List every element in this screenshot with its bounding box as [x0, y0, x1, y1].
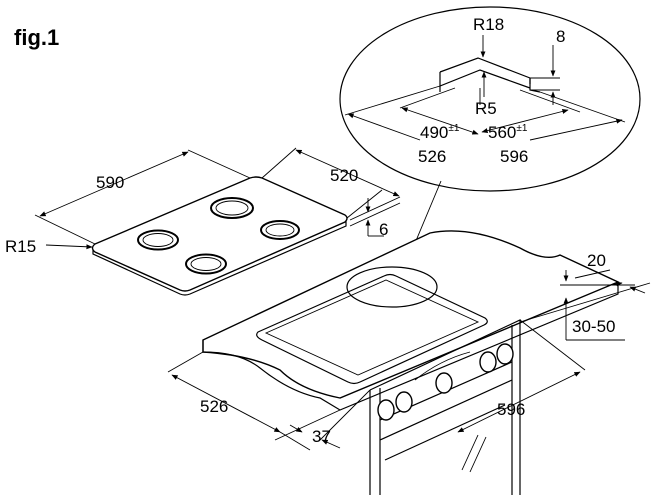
- hob-width-dimension-line: [39, 151, 189, 217]
- detail-outer-radius-label: R18: [473, 15, 504, 34]
- detail-cutout-depth-label: 490±1: [420, 123, 460, 142]
- detail-cutout-depth-tolerance: ±1: [448, 123, 459, 134]
- detail-cutout-width-tolerance: ±1: [516, 123, 527, 134]
- worktop-front-offset-label: 37: [312, 427, 331, 446]
- detail-cutout-depth-line: [401, 107, 479, 135]
- burner-hole-right-inner: [265, 223, 295, 237]
- control-knob-3: [435, 372, 453, 394]
- detail-cutout-width-line: [481, 108, 569, 134]
- hob-drawing: [34, 147, 401, 296]
- burner-hole-left-inner: [142, 233, 174, 247]
- burner-hole-back: [210, 197, 254, 219]
- control-knob-4: [479, 351, 497, 373]
- hob-corner-radius-label: R15: [5, 237, 36, 256]
- detail-cutout-width-value: 560: [488, 123, 516, 142]
- control-knob-1: [377, 399, 395, 421]
- control-knob-2: [395, 391, 413, 413]
- burner-hole-left: [137, 229, 179, 251]
- detail-circle: [339, 6, 641, 192]
- detail-outer-width-label: 596: [500, 147, 528, 166]
- hob-thickness-label: 6: [379, 220, 388, 239]
- figure-title: fig.1: [14, 25, 59, 50]
- worktop-drawing: [167, 230, 651, 495]
- detail-outer-depth-line: [347, 113, 421, 141]
- detail-reference-circle: [346, 266, 438, 308]
- hob-depth-label: 520: [330, 166, 358, 185]
- burner-hole-right: [260, 220, 300, 240]
- control-knob-5: [496, 343, 514, 365]
- burner-hole-front: [185, 253, 227, 275]
- worktop-cabinet-depth-line: [171, 374, 281, 433]
- burner-hole-front-inner: [190, 257, 222, 271]
- detail-outer-depth-label: 526: [418, 147, 446, 166]
- hob-corner-radius-arrow: [45, 244, 93, 250]
- detail-inner-radius-label: R5: [475, 99, 497, 118]
- worktop-cutout: [256, 273, 488, 385]
- worktop-thickness-label: 30-50: [572, 317, 615, 336]
- burner-hole-back-inner: [215, 200, 249, 216]
- detail-height-label: 8: [556, 27, 565, 46]
- hob-width-label: 590: [96, 173, 124, 192]
- detail-cutout-width-label: 560±1: [488, 123, 528, 142]
- worktop-edge-distance-label: 20: [587, 251, 606, 270]
- detail-outer-width-line: [529, 118, 623, 141]
- hob-top-surface: [91, 176, 348, 292]
- worktop-cabinet-width-line: [457, 371, 581, 433]
- detail-cutout-depth-value: 490: [420, 123, 448, 142]
- worktop-cabinet-width-label: 596: [497, 400, 525, 419]
- hob-depth-dimension-line: [295, 149, 400, 197]
- worktop-front-edge: [202, 282, 619, 411]
- worktop-cabinet-depth-label: 526: [200, 397, 228, 416]
- hob-thickness-edge: [92, 221, 347, 296]
